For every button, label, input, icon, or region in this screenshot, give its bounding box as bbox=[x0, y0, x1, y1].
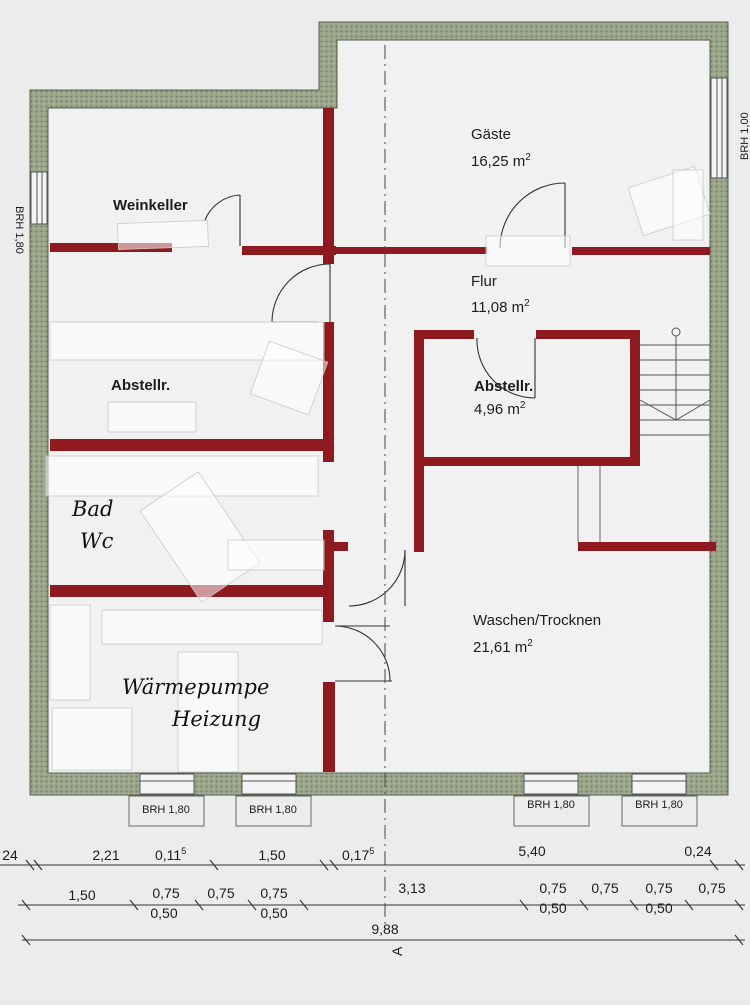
dim-row2-sub-4: 0,50 bbox=[645, 900, 672, 916]
handwritten-labels: Bad Wc Wärmepumpe Heizung bbox=[71, 497, 269, 731]
dim-row2-6: 0,75 bbox=[539, 880, 566, 896]
dim-row2-4: 0,75 bbox=[260, 885, 287, 901]
outer-walls bbox=[29, 21, 729, 796]
room-area-gaeste: 16,25 m2 bbox=[471, 152, 531, 170]
brh-right: BRH 1,00 bbox=[739, 112, 750, 160]
section-marker: A bbox=[389, 946, 405, 956]
dimension-lines bbox=[0, 859, 745, 946]
handwritten-heizung: Heizung bbox=[171, 707, 261, 731]
room-area-waschen: 21,61 m2 bbox=[473, 638, 533, 656]
dim-row1-7: 0,24 bbox=[684, 843, 711, 859]
dim-row2-1: 1,50 bbox=[68, 887, 95, 903]
room-area-flur: 11,08 m2 bbox=[471, 298, 530, 316]
dim-row2-sub-3: 0,50 bbox=[539, 900, 566, 916]
brh-bottom-4: BRH 1,80 bbox=[635, 799, 683, 811]
dim-row2-3: 0,75 bbox=[207, 885, 234, 901]
room-name-waschen: Waschen/Trocknen bbox=[473, 612, 601, 629]
dim-row1-1: 24 bbox=[2, 847, 18, 863]
handwritten-bad: Bad bbox=[71, 497, 113, 521]
thin-lines bbox=[577, 466, 601, 542]
dim-row2-7: 0,75 bbox=[591, 880, 618, 896]
room-name-abstell-small: Abstellr. bbox=[474, 378, 533, 395]
dim-row2-9: 0,75 bbox=[698, 880, 725, 896]
room-name-flur: Flur bbox=[471, 273, 497, 290]
interior-walls bbox=[50, 108, 716, 772]
room-name-weinkeller: Weinkeller bbox=[113, 197, 188, 214]
room-name-gaeste: Gäste bbox=[471, 126, 511, 143]
dim-total: 9,88 bbox=[371, 921, 398, 937]
room-name-abstell-left: Abstellr. bbox=[111, 377, 170, 394]
room-area-abstell-small: 4,96 m2 bbox=[474, 400, 526, 418]
staircase bbox=[639, 327, 711, 436]
handwritten-waermepumpe: Wärmepumpe bbox=[122, 675, 269, 699]
brh-bottom-1: BRH 1,80 bbox=[142, 804, 190, 816]
dim-row2-8: 0,75 bbox=[645, 880, 672, 896]
brh-labels: BRH 1,00 BRH 1,80 BRH 1,80 BRH 1,80 BRH … bbox=[13, 112, 750, 827]
brh-left: BRH 1,80 bbox=[13, 206, 25, 254]
dim-row1-5: 0,175 bbox=[342, 846, 374, 863]
brh-bottom-2: BRH 1,80 bbox=[249, 804, 297, 816]
windows bbox=[30, 77, 728, 795]
brh-bottom-3: BRH 1,80 bbox=[527, 799, 575, 811]
dim-row2-2: 0,75 bbox=[152, 885, 179, 901]
dim-row1-4: 1,50 bbox=[258, 847, 285, 863]
dimension-texts: 24 2,21 0,115 1,50 0,175 5,40 0,24 1,50 … bbox=[2, 843, 726, 956]
room-labels: Gäste 16,25 m2 Flur 11,08 m2 Abstellr. 4… bbox=[111, 126, 601, 656]
dim-row2-5: 3,13 bbox=[398, 880, 425, 896]
dim-row1-2: 2,21 bbox=[92, 847, 119, 863]
dim-row2-sub-2: 0,50 bbox=[260, 905, 287, 921]
tape-patches bbox=[45, 165, 711, 773]
dim-row2-sub-1: 0,50 bbox=[150, 905, 177, 921]
dim-row1-6: 5,40 bbox=[518, 843, 545, 859]
dim-row1-3: 0,115 bbox=[155, 846, 186, 863]
handwritten-wc: Wc bbox=[80, 529, 114, 553]
